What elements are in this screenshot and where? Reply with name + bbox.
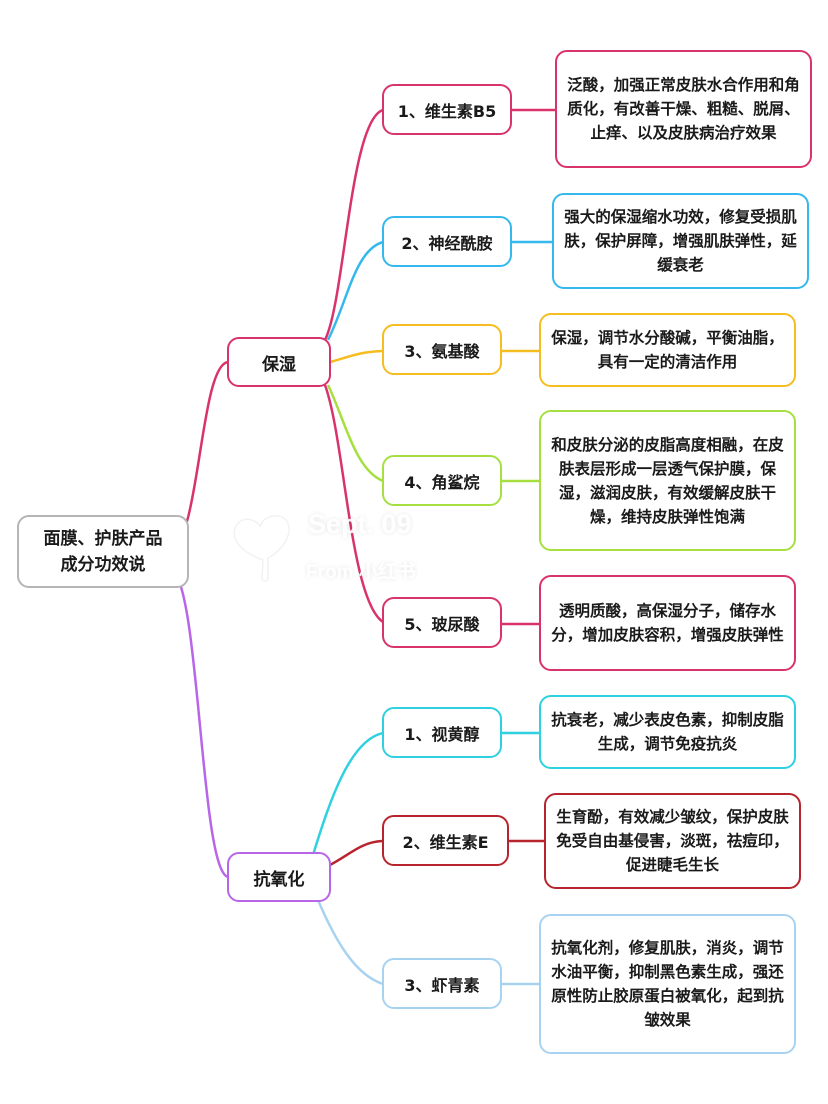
- item-label: 5、玻尿酸: [404, 614, 480, 634]
- root-node[interactable]: 面膜、护肤产品 成分功效说: [17, 515, 189, 588]
- item-vitamin-b5[interactable]: 1、维生素B5: [382, 84, 512, 135]
- item-label: 4、角鲨烷: [404, 472, 480, 492]
- desc-ceramide: 强大的保湿缩水功效，修复受损肌肤，保护屏障，增强肌肤弹性，延缓衰老: [552, 193, 809, 289]
- item-label: 1、视黄醇: [404, 724, 480, 744]
- desc-astaxanthin: 抗氧化剂，修复肌肤，消炎，调节水油平衡，抑制黑色素生成，强还原性防止胶原蛋白被氧…: [539, 914, 796, 1054]
- item-amino-acid[interactable]: 3、氨基酸: [382, 324, 502, 375]
- item-ceramide[interactable]: 2、神经酰胺: [382, 216, 512, 267]
- item-label: 1、维生素B5: [397, 101, 497, 121]
- item-label: 2、神经酰胺: [401, 233, 493, 253]
- desc-squalane: 和皮肤分泌的皮脂高度相融，在皮肤表层形成一层透气保护膜，保湿，滋润皮肤，有效缓解…: [539, 410, 796, 551]
- item-vitamin-e[interactable]: 2、维生素E: [382, 815, 509, 866]
- desc-vitamin-e: 生育酚，有效减少皱纹，保护皮肤免受自由基侵害，淡斑，祛痘印，促进睫毛生长: [544, 793, 801, 889]
- item-label: 2、维生素E: [402, 832, 489, 852]
- item-hyaluronic-acid[interactable]: 5、玻尿酸: [382, 597, 502, 648]
- desc-amino-acid: 保湿，调节水分酸碱，平衡油脂，具有一定的清洁作用: [539, 313, 796, 387]
- root-label-line2: 成分功效说: [60, 554, 146, 575]
- category-label: 抗氧化: [253, 869, 305, 890]
- item-astaxanthin[interactable]: 3、虾青素: [382, 958, 502, 1009]
- item-squalane[interactable]: 4、角鲨烷: [382, 455, 502, 506]
- item-retinol[interactable]: 1、视黄醇: [382, 707, 502, 758]
- root-label-line1: 面膜、护肤产品: [43, 528, 163, 549]
- connector-root-antioxidant: [170, 568, 229, 879]
- category-antioxidant[interactable]: 抗氧化: [227, 852, 331, 902]
- desc-retinol: 抗衰老，减少表皮色素，抑制皮脂生成，调节免疫抗炎: [539, 695, 796, 769]
- desc-hyaluronic-acid: 透明质酸，高保湿分子，储存水分，增加皮肤容积，增强皮肤弹性: [539, 575, 796, 671]
- item-label: 3、虾青素: [404, 975, 480, 995]
- category-label: 保湿: [262, 354, 296, 375]
- item-label: 3、氨基酸: [404, 341, 480, 361]
- category-moisturize[interactable]: 保湿: [227, 337, 331, 387]
- desc-vitamin-b5: 泛酸，加强正常皮肤水合作用和角质化，有改善干燥、粗糙、脱屑、止痒、以及皮肤病治疗…: [555, 50, 812, 168]
